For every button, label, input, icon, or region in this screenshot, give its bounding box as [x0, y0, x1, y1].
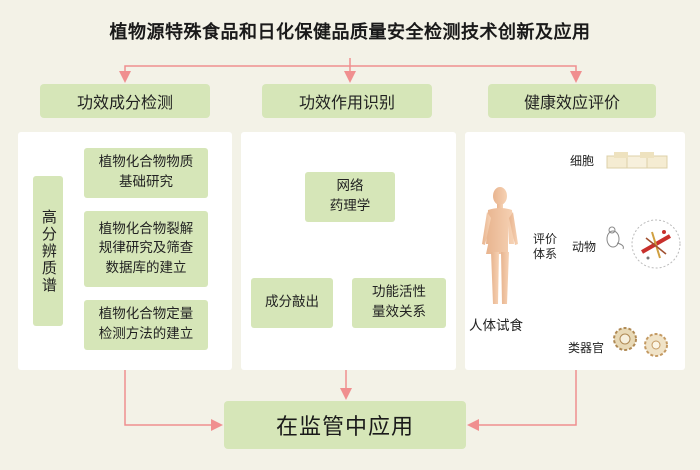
- phytochemical-basis-box: 植物化合物物质 基础研究: [84, 148, 208, 198]
- cell-culture-icon: [606, 152, 668, 169]
- header-efficacy-component-detection: 功效成分检测: [40, 84, 210, 118]
- header-health-effect-evaluation: 健康效应评价: [488, 84, 656, 118]
- mouse-icon: [606, 226, 624, 250]
- human-trial-label: 人体试食: [469, 318, 523, 334]
- evaluation-system-label: 评价 体系: [530, 232, 560, 262]
- middle-panel: [241, 132, 456, 370]
- quantitative-method-box: 植物化合物定量 检测方法的建立: [84, 300, 208, 350]
- network-pharmacology-box: 网络 药理学: [305, 172, 395, 222]
- organoid-icon-2: [644, 333, 668, 357]
- header-efficacy-action-identification: 功效作用识别: [262, 84, 432, 118]
- animal-label: 动物: [572, 240, 597, 254]
- high-resolution-ms-label: 高分辨质谱: [39, 208, 58, 294]
- cell-label: 细胞: [570, 154, 595, 168]
- regulatory-application-box: 在监管中应用: [224, 401, 466, 449]
- page-title: 植物源特殊食品和日化保健品质量安全检测技术创新及应用: [109, 22, 591, 43]
- organoid-icon-1: [613, 327, 637, 351]
- component-knockout-box: 成分敲出: [251, 278, 333, 328]
- activity-dose-effect-box: 功能活性 量效关系: [352, 278, 446, 328]
- bottom-convergence-arrows: [124, 370, 577, 431]
- fragmentation-database-box: 植物化合物裂解 规律研究及筛查 数据库的建立: [84, 211, 208, 287]
- animal-tissue-icon: [631, 219, 681, 269]
- top-distribution-arrows: [119, 58, 582, 83]
- high-resolution-ms-box: 高分辨质谱: [33, 176, 63, 326]
- human-figure-icon: [482, 187, 518, 304]
- organoid-label: 类器官: [568, 341, 605, 355]
